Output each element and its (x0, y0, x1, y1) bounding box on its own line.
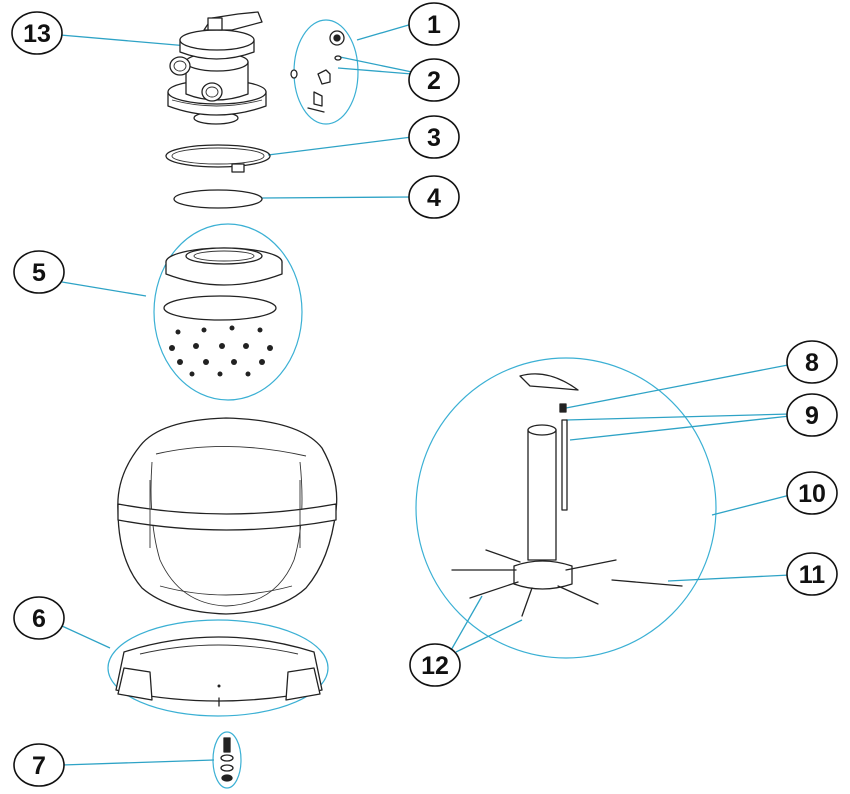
diffuser-assembly (163, 247, 283, 377)
leader-lines (36, 23, 794, 766)
tank-base (115, 636, 323, 707)
callout-6: 6 (13, 596, 65, 640)
callout-9: 9 (786, 393, 838, 437)
svg-text:12: 12 (421, 652, 449, 680)
callout-10: 10 (786, 471, 838, 515)
svg-text:6: 6 (32, 605, 46, 633)
clamp (165, 144, 271, 173)
valve-spare-parts (290, 30, 345, 113)
svg-text:10: 10 (798, 480, 826, 508)
svg-text:8: 8 (805, 349, 819, 377)
svg-text:4: 4 (427, 184, 441, 212)
detail-bubble-lateral-assembly (415, 357, 717, 659)
svg-text:11: 11 (799, 561, 826, 589)
callout-3: 3 (408, 115, 460, 159)
callout-12: 12 (409, 643, 461, 687)
svg-text:2: 2 (427, 67, 441, 95)
svg-text:7: 7 (32, 752, 46, 780)
detail-bubble-diffuser (153, 223, 303, 401)
callout-7: 7 (13, 743, 65, 787)
callout-1: 1 (408, 2, 460, 46)
callout-4: 4 (408, 175, 460, 219)
svg-text:13: 13 (23, 20, 51, 48)
o-ring (173, 189, 263, 209)
svg-text:9: 9 (805, 402, 819, 430)
callout-5: 5 (13, 250, 65, 294)
svg-text:5: 5 (32, 259, 46, 287)
callout-13: 13 (11, 11, 63, 55)
svg-text:1: 1 (427, 11, 441, 39)
callout-2: 2 (408, 58, 460, 102)
lateral-assembly (451, 373, 683, 617)
callout-8: 8 (786, 340, 838, 384)
detail-bubble-base (107, 619, 329, 717)
drain-plug (220, 737, 234, 782)
multiport-valve (167, 11, 267, 125)
filter-tank (117, 417, 338, 615)
callout-11: 11 (786, 552, 838, 596)
svg-text:3: 3 (427, 124, 441, 152)
